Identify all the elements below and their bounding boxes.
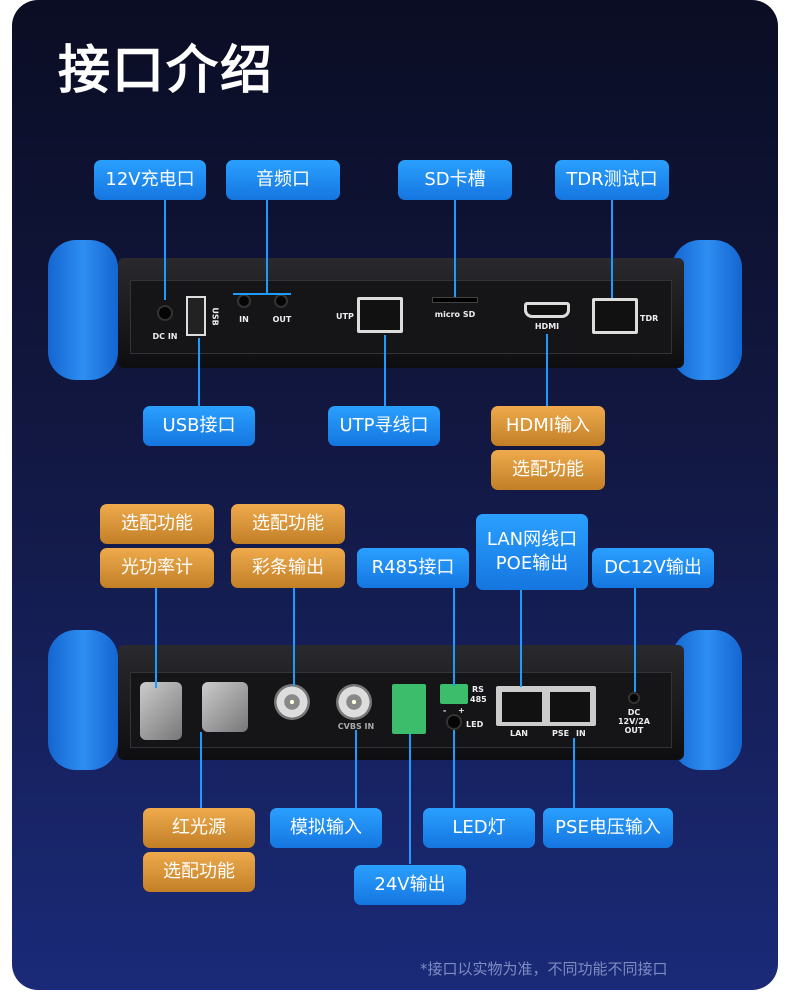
- rs485-text: 485: [470, 695, 487, 704]
- label-led: LED灯: [423, 808, 535, 848]
- connector-line: [198, 338, 200, 406]
- connector-line: [409, 734, 411, 864]
- connector-line: [546, 334, 548, 406]
- label-dc-out: DC12V输出: [592, 548, 714, 588]
- vfl-port: [140, 682, 182, 740]
- plus-text: +: [458, 706, 465, 715]
- label-tdr: TDR测试口: [555, 160, 669, 200]
- connector-line: [233, 293, 291, 295]
- dc-in-port: [157, 305, 173, 321]
- cvbs-in-bnc: [336, 684, 372, 720]
- dc-text: DC: [627, 708, 641, 717]
- hdmi-text: HDMI: [534, 322, 560, 331]
- label-usb: USB接口: [143, 406, 255, 446]
- connector-line: [155, 588, 157, 688]
- label-hdmi-optional: 选配功能: [491, 450, 605, 490]
- 24v-terminal: [392, 684, 426, 734]
- label-hdmi: HDMI输入: [491, 406, 605, 446]
- label-lan-line2: POE输出: [495, 553, 569, 574]
- connector-line: [266, 200, 268, 294]
- label-rs485: R485接口: [357, 548, 469, 588]
- connector-line: [453, 588, 455, 686]
- minus-text: -: [443, 706, 447, 715]
- dc-out-text: OUT: [624, 726, 644, 735]
- in-text: IN: [576, 729, 586, 738]
- label-sd: SD卡槽: [398, 160, 512, 200]
- dc-in-text: DC IN: [152, 332, 178, 341]
- dc-rating-text: 12V/2A: [617, 717, 650, 726]
- hdmi-port: [524, 302, 570, 318]
- connector-line: [293, 588, 295, 686]
- page-title: 接口介绍: [58, 41, 275, 101]
- label-lan: LAN网线口 POE输出: [476, 514, 588, 590]
- sd-text: micro SD: [434, 310, 476, 319]
- usb-text: USB: [210, 307, 220, 326]
- label-lan-line1: LAN网线口: [486, 529, 578, 550]
- connector-line: [164, 200, 166, 300]
- utp-text: UTP: [336, 312, 354, 321]
- connector-line: [573, 738, 575, 808]
- connector-line: [520, 589, 522, 687]
- usb-port: [186, 296, 206, 336]
- video-out-bnc: [274, 684, 310, 720]
- bumper-left: [48, 630, 118, 770]
- opm-port: [202, 682, 248, 732]
- cvbs-text: CVBS IN: [337, 722, 375, 731]
- label-24v: 24V输出: [354, 865, 466, 905]
- connector-line: [634, 588, 636, 692]
- connector-line: [611, 200, 613, 298]
- connector-line: [453, 730, 455, 808]
- dc-out-port: [628, 692, 640, 704]
- label-color-bar: 彩条输出: [231, 548, 345, 588]
- label-opm-optional: 选配功能: [100, 504, 214, 544]
- label-pse: PSE电压输入: [543, 808, 673, 848]
- lan-port: [502, 692, 542, 722]
- connector-line: [355, 730, 357, 808]
- label-vfl: 红光源: [143, 808, 255, 848]
- connector-line: [384, 335, 386, 406]
- label-vfl-optional: 选配功能: [143, 852, 255, 892]
- utp-port: [357, 297, 403, 333]
- rs-text: RS: [472, 685, 484, 694]
- rs485-terminal: [440, 684, 468, 704]
- label-audio: 音频口: [226, 160, 340, 200]
- label-dc-in: 12V充电口: [94, 160, 206, 200]
- tdr-text: TDR: [640, 314, 659, 323]
- audio-out-text: OUT: [272, 315, 292, 324]
- audio-in-port: [237, 294, 251, 308]
- pse-text: PSE: [552, 729, 570, 738]
- led-text: LED: [466, 720, 484, 729]
- label-utp: UTP寻线口: [328, 406, 440, 446]
- tdr-port: [592, 298, 638, 334]
- audio-out-port: [274, 294, 288, 308]
- label-bar-optional: 选配功能: [231, 504, 345, 544]
- lan-text: LAN: [510, 729, 528, 738]
- label-opm: 光功率计: [100, 548, 214, 588]
- connector-line: [454, 200, 456, 297]
- sd-slot: [432, 297, 478, 303]
- footnote: *接口以实物为准，不同功能不同接口: [420, 960, 668, 978]
- label-analog-in: 模拟输入: [270, 808, 382, 848]
- bumper-left: [48, 240, 118, 380]
- audio-in-text: IN: [239, 315, 249, 324]
- led-port: [446, 714, 462, 730]
- connector-line: [200, 732, 202, 808]
- pse-in-port: [550, 692, 590, 722]
